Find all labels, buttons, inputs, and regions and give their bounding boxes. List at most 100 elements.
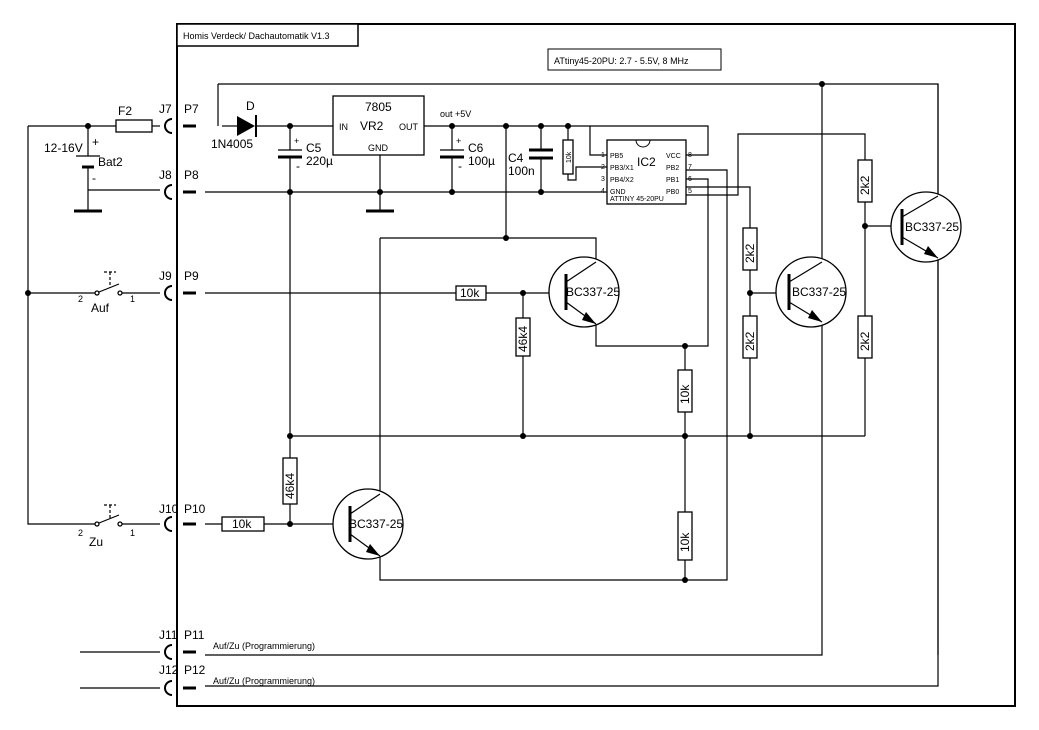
c4-value: 100n [508, 164, 535, 178]
capacitor-c6: + C6 100µ - [440, 136, 495, 173]
resistor-2k2-a: 2k2 [742, 227, 758, 271]
resistor-small-value: 10k [566, 151, 573, 163]
title-block-text: Homis Verdeck/ Dachautomatik V1.3 [183, 31, 330, 41]
r-zu-value: 10k [232, 517, 252, 531]
regulator-out: OUT [399, 122, 419, 132]
mcu-note-box [547, 48, 722, 71]
ic-pin-right-6: PB1 [666, 177, 679, 184]
battery-name: Bat2 [98, 155, 123, 169]
switch-auf-label: Auf [91, 301, 110, 315]
transistor-q1: BC337-25 [548, 256, 620, 328]
p7-label: P7 [184, 102, 199, 116]
c4-name: C4 [508, 151, 524, 165]
c6-plus: + [456, 136, 461, 146]
q3-label: BC337-25 [792, 285, 846, 299]
regulator-in: IN [339, 122, 348, 132]
c6-name: C6 [468, 141, 484, 155]
ic-num-8: 8 [688, 152, 692, 159]
battery-plus: + [92, 135, 99, 149]
c5-value: 220µ [306, 154, 333, 168]
ic-name: IC2 [637, 155, 656, 169]
j9-label: J9 [159, 269, 172, 283]
transistor-q2: BC337-25 [332, 488, 404, 560]
r-10k-low-value: 10k [678, 532, 692, 552]
r-2k2-d-value: 2k2 [858, 331, 872, 351]
ic-num-7: 7 [688, 164, 692, 171]
regulator-vr2: 7805 IN VR2 OUT GND [332, 95, 425, 156]
ic-pin-left-4: GND [610, 189, 626, 196]
mcu-note-text: ATtiny45-20PU: 2.7 - 5.5V, 8 MHz [554, 56, 689, 66]
ic-pin-right-7: PB2 [666, 165, 679, 172]
r-auf-value: 10k [460, 286, 480, 300]
title-block [176, 23, 359, 47]
resistor-2k2-d: 2k2 [857, 315, 873, 359]
ic-num-1: 1 [601, 152, 605, 159]
q2-label: BC337-25 [349, 517, 403, 531]
p8-label: P8 [184, 168, 199, 182]
diode-d: D 1N4005 [211, 99, 257, 151]
switch-auf-pin2: 2 [78, 294, 83, 304]
resistor-2k2-c: 2k2 [857, 159, 873, 203]
ic-num-5: 5 [688, 188, 692, 195]
resistor-zu-10k: 10k [221, 516, 265, 532]
p10-label: P10 [184, 502, 206, 516]
j8-label: J8 [159, 168, 172, 182]
resistor-auf-10k: 10k [455, 285, 487, 301]
regulator-gnd: GND [368, 143, 389, 153]
ic-part: ATTINY 45-20PU [610, 196, 664, 203]
board-frame: Homis Verdeck/ Dachautomatik V1.3 ATtiny… [176, 23, 1016, 707]
r-46k4-b-value: 46k4 [283, 473, 297, 499]
j12-label: J12 [159, 663, 179, 677]
ic-pin-right-8: VCC [666, 153, 681, 160]
ic-pin-left-3: PB4/X2 [610, 177, 634, 184]
c6-minus: - [458, 159, 462, 173]
r-2k2-c-value: 2k2 [858, 175, 872, 195]
battery-bat2: 12-16V + Bat2 - [44, 135, 123, 213]
resistor-46k4-a: 46k4 [515, 317, 531, 357]
c5-name: C5 [306, 141, 322, 155]
ic-num-4: 4 [601, 188, 605, 195]
connector-j10: J10 P10 [159, 502, 206, 532]
capacitor-c4: C4 100n [508, 148, 553, 178]
connector-j11: J11 P11 [159, 628, 205, 660]
c5-minus: - [296, 159, 300, 173]
diode-name: D [246, 99, 255, 113]
r-46k4-a-value: 46k4 [516, 326, 530, 352]
p12-label: P12 [184, 663, 206, 677]
transistor-q3: BC337-25 [775, 256, 847, 328]
prog-label-p11: Auf/Zu (Programmierung) [213, 641, 315, 651]
q4-label: BC337-25 [905, 220, 959, 234]
r-2k2-b-value: 2k2 [743, 331, 757, 351]
j11-label: J11 [159, 628, 178, 642]
capacitor-c5: + C5 220µ - [278, 136, 333, 173]
j7-label: J7 [159, 102, 172, 116]
ic-pin-left-1: PB5 [610, 153, 623, 160]
resistor-small: 10k [562, 139, 574, 175]
diode-part: 1N4005 [211, 137, 253, 151]
resistor-10k-low: 10k [677, 511, 693, 561]
connector-j8: J8 P8 [159, 168, 199, 200]
c6-value: 100µ [468, 154, 495, 168]
resistor-2k2-b: 2k2 [742, 315, 758, 359]
resistor-46k4-b: 46k4 [282, 457, 298, 505]
connector-j9: J9 P9 [159, 269, 199, 301]
ic2-attiny: IC2 ATTINY 45-20PU PB5 PB3/X1 PB4/X2 GND… [601, 139, 692, 205]
prog-label-p12: Auf/Zu (Programmierung) [213, 676, 315, 686]
battery-voltage: 12-16V [44, 141, 83, 155]
regulator-part: 7805 [365, 100, 392, 114]
switch-auf: 2 1 Auf [78, 271, 135, 315]
ic-pin-right-5: PB0 [666, 189, 679, 196]
switch-zu-label: Zu [89, 535, 103, 549]
ic-num-2: 2 [601, 164, 605, 171]
c5-plus: + [294, 136, 299, 146]
regulator-name: VR2 [360, 119, 384, 133]
switch-auf-pin1: 1 [130, 294, 135, 304]
q1-label: BC337-25 [566, 285, 620, 299]
ic-num-6: 6 [688, 176, 692, 183]
out-label: out +5V [440, 109, 471, 119]
fuse-f2: F2 [115, 104, 153, 133]
r-2k2-a-value: 2k2 [743, 243, 757, 263]
switch-zu-pin2: 2 [78, 528, 83, 538]
connector-j7: J7 P7 [159, 102, 199, 134]
